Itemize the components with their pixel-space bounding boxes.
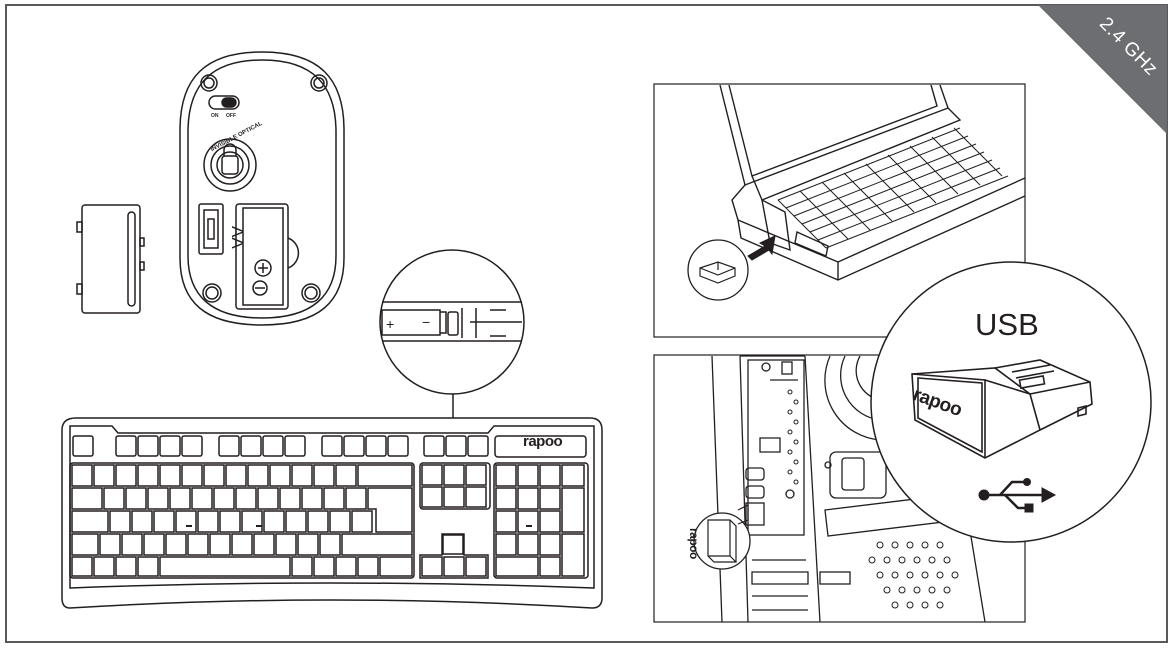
laptop-keys	[777, 127, 1009, 249]
keyboard-battery-minus: −	[422, 314, 431, 330]
mouse-battery-cover	[76, 204, 145, 314]
keyboard-battery-callout	[379, 249, 525, 418]
tower-dongle-brand: rapoo	[687, 528, 701, 559]
tower-vents	[787, 389, 799, 485]
mouse-switch-off-label: OFF	[226, 113, 236, 119]
keyboard	[61, 417, 603, 609]
mouse-battery-label: AA	[228, 226, 247, 249]
mouse-underside	[179, 51, 345, 326]
usb-receiver-callout	[870, 261, 1152, 543]
keyboard-row-3	[71, 510, 373, 533]
tower-grille	[868, 541, 959, 609]
usb-symbol-icon	[978, 478, 1057, 513]
mouse-switch-on-label: ON	[211, 113, 219, 119]
keyboard-brand-logo: rapoo	[523, 433, 563, 450]
insert-arrow	[747, 235, 776, 261]
tower-dongle-callout	[693, 512, 751, 570]
keyboard-row-4	[71, 533, 413, 556]
keyboard-battery-plus: +	[386, 316, 395, 332]
usb-label: USB	[975, 307, 1039, 342]
keyboard-row-5	[71, 556, 413, 577]
keyboard-row-2	[71, 487, 413, 533]
frequency-badge	[1038, 5, 1167, 134]
keyboard-row-1	[71, 464, 413, 487]
